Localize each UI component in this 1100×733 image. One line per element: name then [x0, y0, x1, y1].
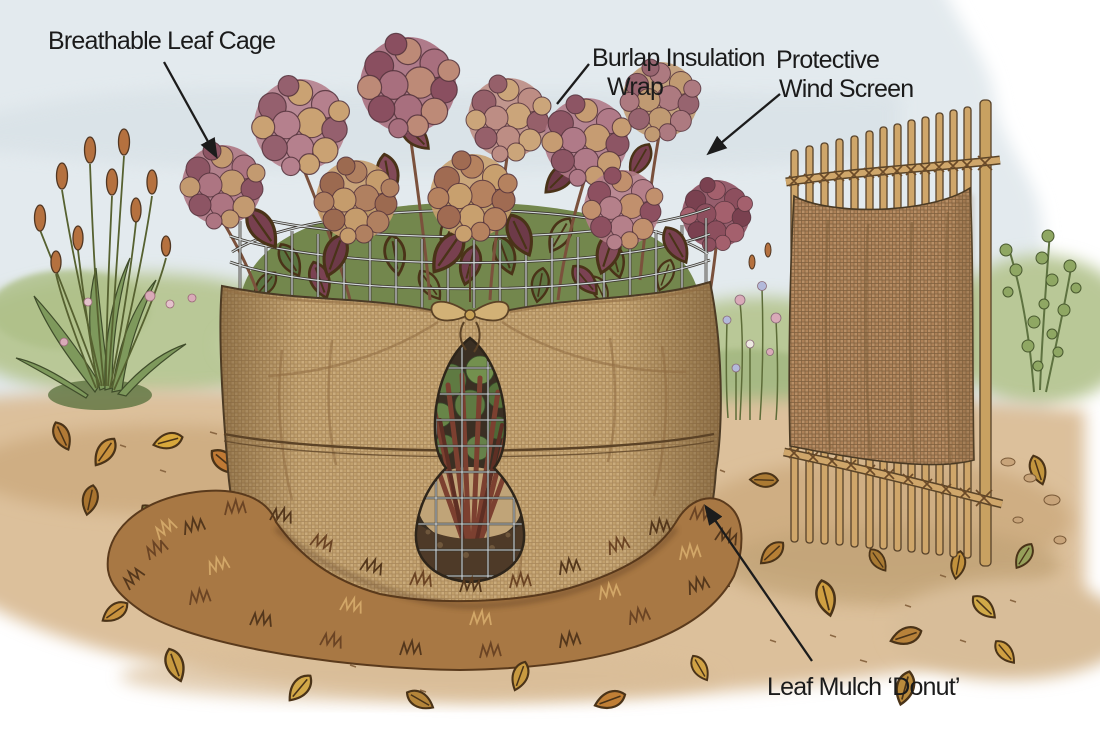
label-burlap-insulation-wrap: Burlap Insulation Wrap [592, 44, 765, 102]
label-breathable-leaf-cage: Breathable Leaf Cage [48, 27, 276, 55]
leader-arrows [162, 61, 813, 662]
seed-heads [33, 128, 172, 391]
left-grass-clump [15, 128, 197, 410]
twine-bow [430, 266, 510, 353]
burlap-wrap-leader-line [556, 63, 590, 105]
stones [1000, 457, 1067, 545]
wind-screen [783, 99, 1067, 567]
label-protective-wind-screen: Protective Wind Screen [776, 46, 914, 104]
bottom-lashings [788, 447, 993, 507]
meadow-flowers [722, 242, 782, 421]
pink-bobbles [59, 290, 197, 347]
label-burlap-line2: Wrap [607, 73, 664, 101]
label-burlap-line1: Burlap Insulation [592, 44, 765, 72]
top-lashings [788, 155, 993, 187]
corner-post [979, 99, 992, 567]
wind-screen-arrow [706, 93, 781, 156]
leaf-mulch-ring [106, 489, 743, 672]
label-leaf-mulch-donut: Leaf Mulch ‘Donut’ [767, 673, 960, 701]
leaf-mulch-arrow [704, 504, 813, 662]
leaf-cage-arrow [162, 61, 218, 160]
label-wind-screen-line1: Protective [776, 46, 880, 74]
screen-burlap [788, 186, 975, 466]
right-shrub [999, 229, 1082, 393]
label-wind-screen-line2: Wind Screen [779, 75, 914, 103]
